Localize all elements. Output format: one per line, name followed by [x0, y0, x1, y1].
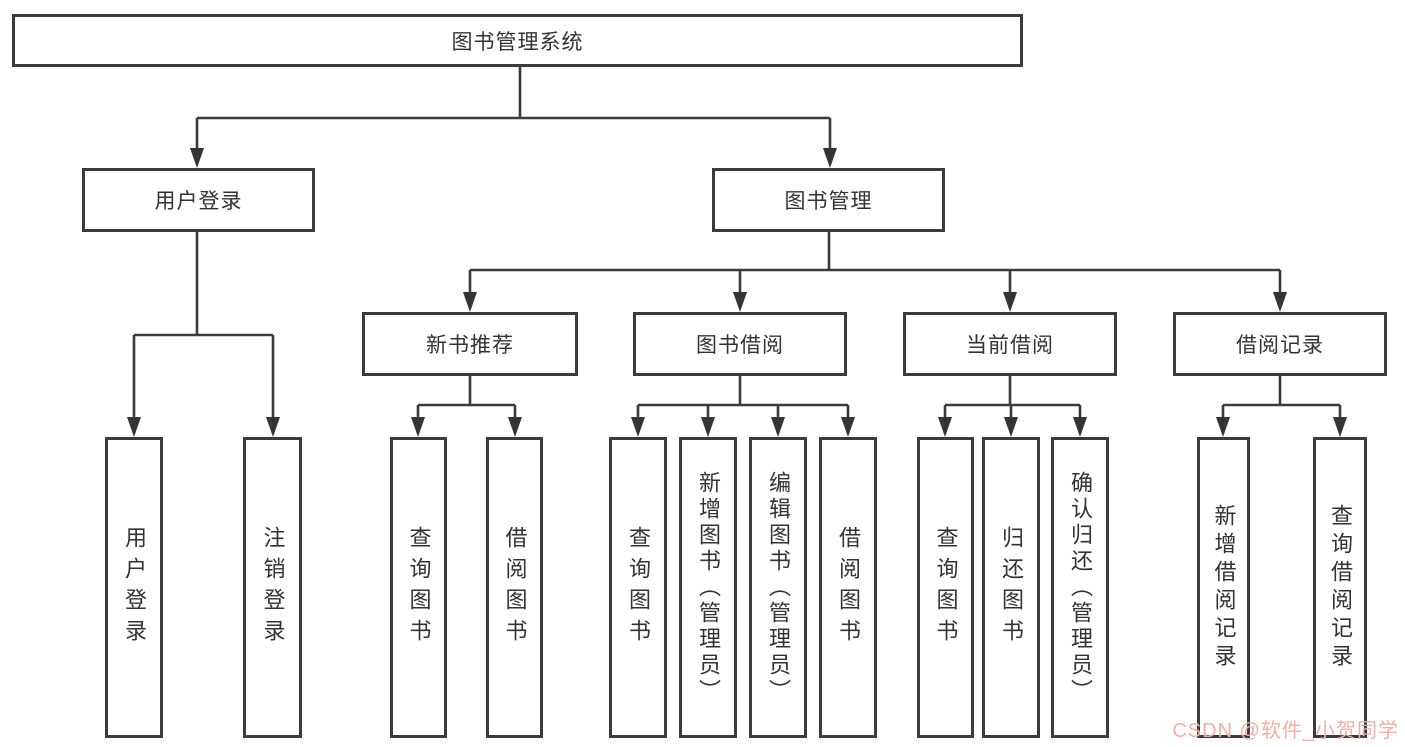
leaf-bb-query-books: 查询图书	[609, 437, 667, 738]
leaf-user-login: 用户登录	[105, 437, 163, 738]
node-new-book-recommend: 新书推荐	[362, 312, 578, 376]
node-user-login: 用户登录	[82, 168, 315, 232]
leaf-cb-query-books: 查询图书	[917, 437, 974, 738]
leaf-bb-add-books-admin: 新增图书（管理员）	[679, 437, 737, 738]
leaf-logout: 注销登录	[243, 437, 302, 738]
leaf-br-query-record: 查询借阅记录	[1313, 437, 1367, 738]
leaf-bb-borrow-books: 借阅图书	[819, 437, 877, 738]
leaf-bb-edit-books-admin: 编辑图书（管理员）	[749, 437, 807, 738]
leaf-cb-return-books: 归还图书	[982, 437, 1040, 738]
node-borrow-records: 借阅记录	[1173, 312, 1387, 376]
leaf-br-add-record: 新增借阅记录	[1197, 437, 1250, 738]
node-current-borrowing: 当前借阅	[903, 312, 1117, 376]
node-book-borrowing: 图书借阅	[633, 312, 847, 376]
csdn-watermark: CSDN @软件_小贺同学	[1172, 720, 1399, 742]
leaf-cb-confirm-return-admin: 确认归还（管理员）	[1051, 437, 1109, 738]
node-root-system: 图书管理系统	[12, 14, 1023, 67]
node-book-management: 图书管理	[712, 168, 945, 232]
leaf-nbr-borrow-books: 借阅图书	[486, 437, 543, 738]
leaf-nbr-query-books: 查询图书	[390, 437, 447, 738]
